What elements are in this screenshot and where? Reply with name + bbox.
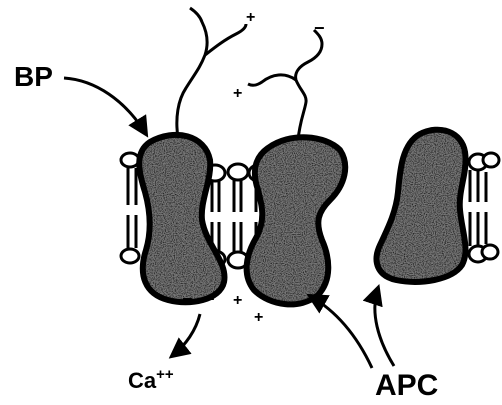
charge-sign: −: [314, 18, 325, 38]
apc-protein-right: [377, 130, 466, 282]
calcium-label: Ca++: [128, 366, 174, 393]
lipid-bilayer-right: [469, 153, 499, 262]
apc-tail-branch: [248, 75, 296, 85]
bp-arrow: [64, 78, 146, 134]
bp-label: BP: [14, 61, 53, 92]
charge-sign: −: [204, 289, 215, 309]
apc-protein-middle: [247, 137, 346, 304]
bp-tail: [177, 8, 207, 138]
charge-sign: +: [233, 292, 242, 309]
charge-sign: +: [254, 309, 263, 326]
apc-arrow-right: [375, 288, 394, 366]
apc-arrow-middle: [310, 296, 372, 368]
bp-protein: [139, 135, 224, 302]
apc-label: APC: [375, 369, 438, 402]
calcium-arrow: [172, 314, 200, 356]
charge-sign: −: [182, 289, 193, 309]
bp-tail-hook: [205, 24, 246, 55]
calcium-symbol: Ca: [128, 368, 157, 393]
lipid-bilayer-left: [121, 153, 139, 263]
charge-sign: +: [233, 85, 242, 102]
charge-sign: +: [246, 9, 255, 26]
calcium-charge: ++: [156, 366, 174, 383]
apc-tail: [296, 30, 322, 140]
